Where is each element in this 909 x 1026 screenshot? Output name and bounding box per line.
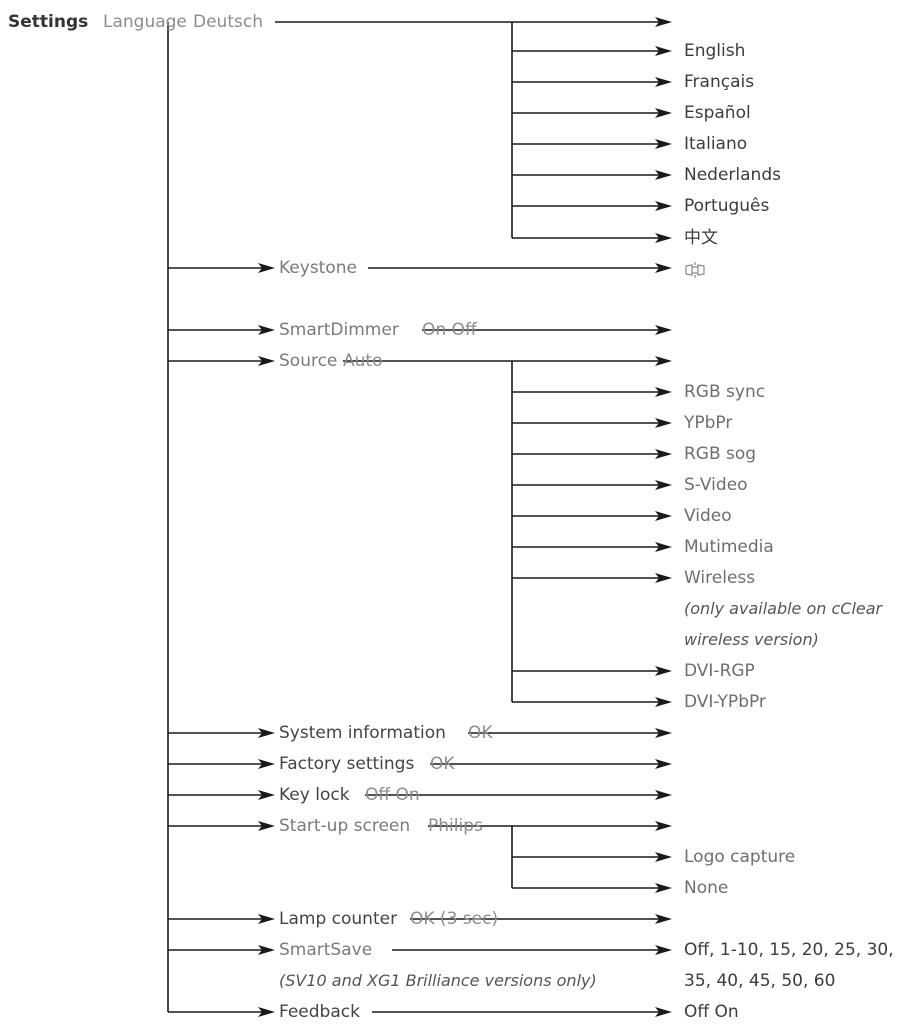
menu-item-factory-settings: Factory settings xyxy=(279,754,415,774)
arrowhead xyxy=(258,821,275,831)
arrowhead xyxy=(655,573,672,583)
arrowhead xyxy=(655,170,672,180)
source-option: RGB sync xyxy=(684,382,766,402)
menu-item-lamp-counter: Lamp counter xyxy=(279,909,398,929)
arrowhead xyxy=(655,697,672,707)
arrowhead xyxy=(655,233,672,243)
arrowhead xyxy=(655,759,672,769)
arrowhead xyxy=(258,759,275,769)
arrowhead xyxy=(655,945,672,955)
page-title: Settings xyxy=(8,12,89,32)
menu-item-system-information: System information xyxy=(279,723,446,743)
arrowhead xyxy=(655,914,672,924)
menu-item-key-lock: Key lock xyxy=(279,785,350,805)
menu-item-smartdimmer-value: On Off xyxy=(422,320,477,340)
source-note-line: (only available on cClear xyxy=(684,599,883,618)
source-option: DVI-RGP xyxy=(684,661,755,681)
language-option: 中文 xyxy=(684,228,718,248)
menu-item-lamp-counter-value: OK (3 sec) xyxy=(410,909,499,929)
arrowhead xyxy=(258,356,275,366)
language-option: Français xyxy=(684,72,755,92)
arrowhead xyxy=(258,325,275,335)
arrowhead xyxy=(258,263,275,273)
menu-item-language-value: Deutsch xyxy=(193,12,263,32)
feedback-values: Off On xyxy=(684,1002,739,1022)
smartsave-values-line: Off, 1-10, 15, 20, 25, 30, xyxy=(684,940,894,960)
arrowhead xyxy=(655,480,672,490)
arrowhead xyxy=(655,17,672,27)
menu-item-smartdimmer: SmartDimmer xyxy=(279,320,399,340)
language-option: Nederlands xyxy=(684,165,781,185)
menu-item-factory-settings-value: OK xyxy=(430,754,455,774)
arrowhead xyxy=(258,790,275,800)
arrowhead xyxy=(655,77,672,87)
startup-option: Logo capture xyxy=(684,847,796,867)
arrowhead xyxy=(655,325,672,335)
arrowhead xyxy=(655,46,672,56)
source-option: Mutimedia xyxy=(684,537,774,557)
arrowhead xyxy=(258,945,275,955)
smartsave-values-line: 35, 40, 45, 50, 60 xyxy=(684,971,836,991)
source-option: DVI-YPbPr xyxy=(684,692,766,712)
arrowhead xyxy=(655,263,672,273)
arrowhead xyxy=(655,666,672,676)
arrowhead xyxy=(655,449,672,459)
arrowhead xyxy=(655,418,672,428)
menu-item-source: Source xyxy=(279,351,338,371)
arrowhead xyxy=(655,883,672,893)
language-option: Español xyxy=(684,103,751,123)
arrowhead xyxy=(655,511,672,521)
menu-item-key-lock-value: Off On xyxy=(365,785,420,805)
menu-item-system-information-value: OK xyxy=(468,723,493,743)
arrowhead xyxy=(655,542,672,552)
language-option: Português xyxy=(684,196,770,216)
smartsave-note: (SV10 and XG1 Brilliance versions only) xyxy=(279,971,597,990)
arrowhead xyxy=(655,790,672,800)
arrowhead xyxy=(655,728,672,738)
menu-item-keystone: Keystone xyxy=(279,258,357,278)
menu-item-source-value: Auto xyxy=(343,351,383,371)
source-note-line: wireless version) xyxy=(684,630,819,649)
startup-option: None xyxy=(684,878,729,898)
source-option: Video xyxy=(684,506,732,526)
language-option: English xyxy=(684,41,746,61)
menu-item-language: Language xyxy=(103,12,187,32)
source-option: Wireless xyxy=(684,568,756,588)
source-option: RGB sog xyxy=(684,444,757,464)
arrowhead xyxy=(655,1007,672,1017)
menu-item-smartsave: SmartSave xyxy=(279,940,373,960)
arrowhead xyxy=(655,821,672,831)
language-option: Italiano xyxy=(684,134,748,154)
menu-item-startup-screen-value: Philips xyxy=(428,816,483,836)
arrowhead xyxy=(258,728,275,738)
arrowhead xyxy=(655,387,672,397)
arrowhead xyxy=(655,201,672,211)
menu-item-feedback: Feedback xyxy=(279,1002,360,1022)
source-option: YPbPr xyxy=(684,413,733,433)
source-option: S-Video xyxy=(684,475,748,495)
arrowhead xyxy=(655,139,672,149)
arrowhead xyxy=(655,852,672,862)
arrowhead xyxy=(655,108,672,118)
arrowhead xyxy=(258,1007,275,1017)
arrowhead xyxy=(258,914,275,924)
arrowhead xyxy=(655,356,672,366)
menu-item-startup-screen: Start-up screen xyxy=(279,816,411,836)
keystone-icon xyxy=(684,261,706,279)
